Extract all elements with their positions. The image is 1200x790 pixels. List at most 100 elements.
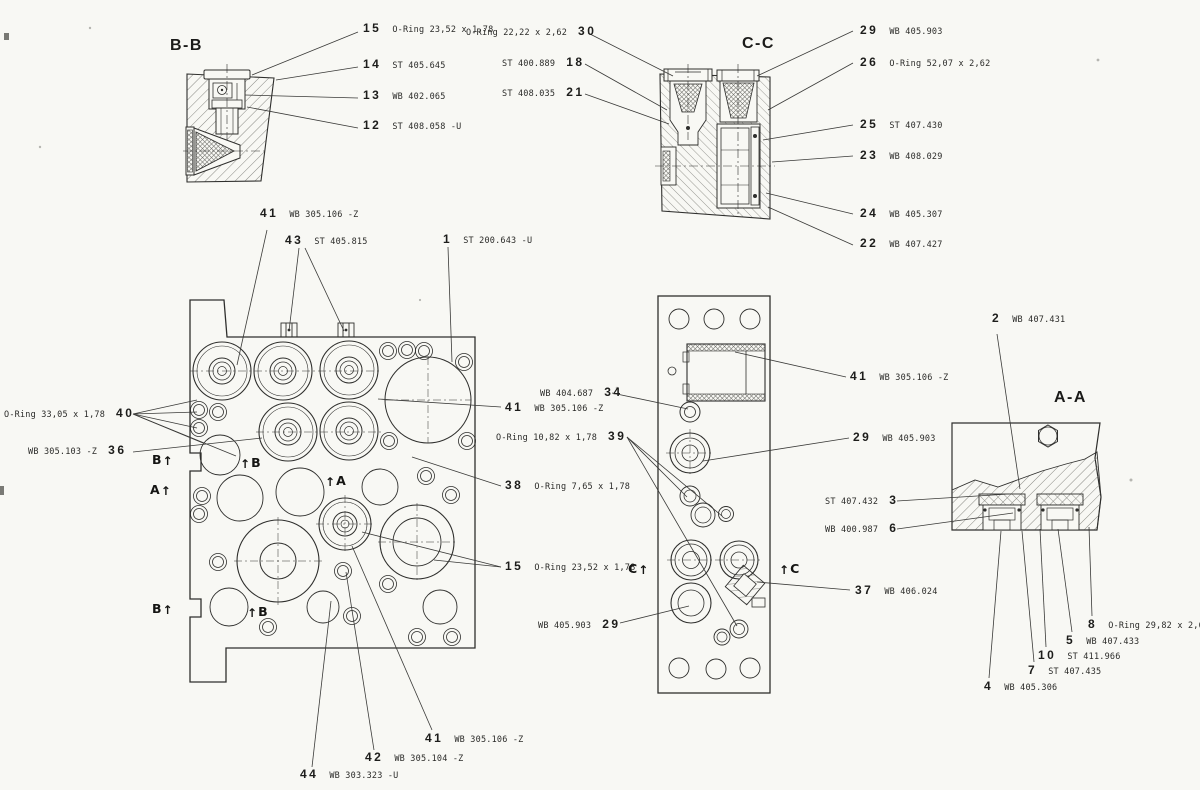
callout-24: 24 WB 405.307 bbox=[860, 206, 943, 220]
callout-5: 5 WB 407.433 bbox=[1066, 633, 1139, 647]
callout-number: 21 bbox=[566, 85, 585, 99]
callout-number: 39 bbox=[608, 429, 627, 443]
callout-number: 15 bbox=[505, 559, 524, 573]
callout-15: 15 O-Ring 23,52 x 1,78 bbox=[505, 559, 635, 573]
section-marker-c: C↑ bbox=[628, 561, 648, 576]
callout-number: 44 bbox=[300, 767, 319, 781]
callout-number: 13 bbox=[363, 88, 382, 102]
callout-part-code: WB 407.427 bbox=[889, 240, 943, 250]
callout-number: 41 bbox=[425, 731, 444, 745]
section-marker-letter: B bbox=[152, 452, 162, 467]
callout-number: 6 bbox=[889, 521, 899, 535]
callout-part-code: O-Ring 22,22 x 2,62 bbox=[466, 28, 568, 38]
section-marker-letter: A bbox=[336, 473, 346, 488]
callout-number: 42 bbox=[365, 750, 384, 764]
scan-specks bbox=[0, 26, 1133, 495]
up-arrow-icon: ↑ bbox=[779, 563, 790, 577]
callout-part-code: ST 200.643 -U bbox=[463, 236, 533, 246]
callout-number: 24 bbox=[860, 206, 879, 220]
callout-number: 15 bbox=[363, 21, 382, 35]
callout-number: 26 bbox=[860, 55, 879, 69]
callout-number: 14 bbox=[363, 57, 382, 71]
section-view-aa bbox=[951, 422, 1102, 531]
callout-part-code: O-Ring 7,65 x 1,78 bbox=[534, 482, 631, 492]
section-marker-b: ↑B bbox=[247, 604, 268, 619]
leader-lines bbox=[132, 30, 1093, 768]
callout-part-code: O-Ring 33,05 x 1,78 bbox=[4, 410, 106, 420]
callout-number: 30 bbox=[578, 24, 597, 38]
callout-part-code: WB 407.433 bbox=[1086, 637, 1140, 647]
callout-part-code: WB 402.065 bbox=[392, 92, 446, 102]
callout-22: 22 WB 407.427 bbox=[860, 236, 943, 250]
up-arrow-icon: ↑ bbox=[240, 457, 251, 471]
callout-number: 7 bbox=[1028, 663, 1038, 677]
callout-number: 3 bbox=[889, 493, 899, 507]
callout-part-code: WB 405.307 bbox=[889, 210, 943, 220]
callout-number: 12 bbox=[363, 118, 382, 132]
section-marker-letter: A bbox=[150, 482, 160, 497]
callout-14: 14 ST 405.645 bbox=[363, 57, 446, 71]
callout-13: 13 WB 402.065 bbox=[363, 88, 446, 102]
section-marker-b: ↑B bbox=[240, 455, 261, 470]
callout-part-code: ST 405.645 bbox=[392, 61, 446, 71]
callout-part-code: ST 400.889 bbox=[502, 59, 556, 69]
section-marker-letter: B bbox=[152, 601, 162, 616]
callout-1: 1 ST 200.643 -U bbox=[443, 232, 532, 246]
callout-number: 29 bbox=[853, 430, 872, 444]
callout-number: 22 bbox=[860, 236, 879, 250]
up-arrow-icon: ↑ bbox=[638, 563, 649, 577]
callout-part-code: O-Ring 23,52 x 1,78 bbox=[534, 563, 636, 573]
callout-number: 8 bbox=[1088, 617, 1098, 631]
callout-number: 43 bbox=[285, 233, 304, 247]
callout-43: 43 ST 405.815 bbox=[285, 233, 368, 247]
callout-part-code: WB 404.687 bbox=[540, 389, 594, 399]
callout-36: 36 WB 305.103 -Z bbox=[28, 443, 127, 457]
section-marker-letter: C bbox=[628, 561, 638, 576]
section-marker-letter: C bbox=[790, 561, 800, 576]
section-title-cc: C-C bbox=[742, 35, 775, 52]
callout-number: 36 bbox=[108, 443, 127, 457]
section-marker-a: A↑ bbox=[150, 482, 171, 497]
callout-part-code: WB 408.029 bbox=[889, 152, 943, 162]
section-view-bb bbox=[183, 64, 275, 183]
callout-part-code: WB 305.103 -Z bbox=[28, 447, 98, 457]
callout-part-code: WB 305.106 -Z bbox=[534, 404, 604, 414]
callout-30: 30 O-Ring 22,22 x 2,62 bbox=[466, 24, 596, 38]
callout-part-code: ST 408.035 bbox=[502, 89, 556, 99]
section-marker-letter: B bbox=[258, 604, 268, 619]
up-arrow-icon: ↑ bbox=[160, 484, 171, 498]
callout-41: 41 WB 305.106 -Z bbox=[505, 400, 604, 414]
callout-part-code: WB 405.903 bbox=[889, 27, 943, 37]
callout-number: 5 bbox=[1066, 633, 1076, 647]
section-view-cc bbox=[655, 64, 775, 220]
callout-part-code: O-Ring 10,82 x 1,78 bbox=[496, 433, 598, 443]
section-marker-letter: B bbox=[251, 455, 261, 470]
section-marker-b: B↑ bbox=[152, 452, 173, 467]
callout-part-code: ST 405.815 bbox=[314, 237, 368, 247]
front-view bbox=[189, 299, 476, 683]
callout-number: 1 bbox=[443, 232, 453, 246]
callout-number: 41 bbox=[505, 400, 524, 414]
section-marker-c: ↑C bbox=[779, 561, 799, 576]
callout-part-code: WB 305.104 -Z bbox=[394, 754, 464, 764]
callout-part-code: WB 407.431 bbox=[1012, 315, 1066, 325]
callout-39: 39 O-Ring 10,82 x 1,78 bbox=[496, 429, 626, 443]
